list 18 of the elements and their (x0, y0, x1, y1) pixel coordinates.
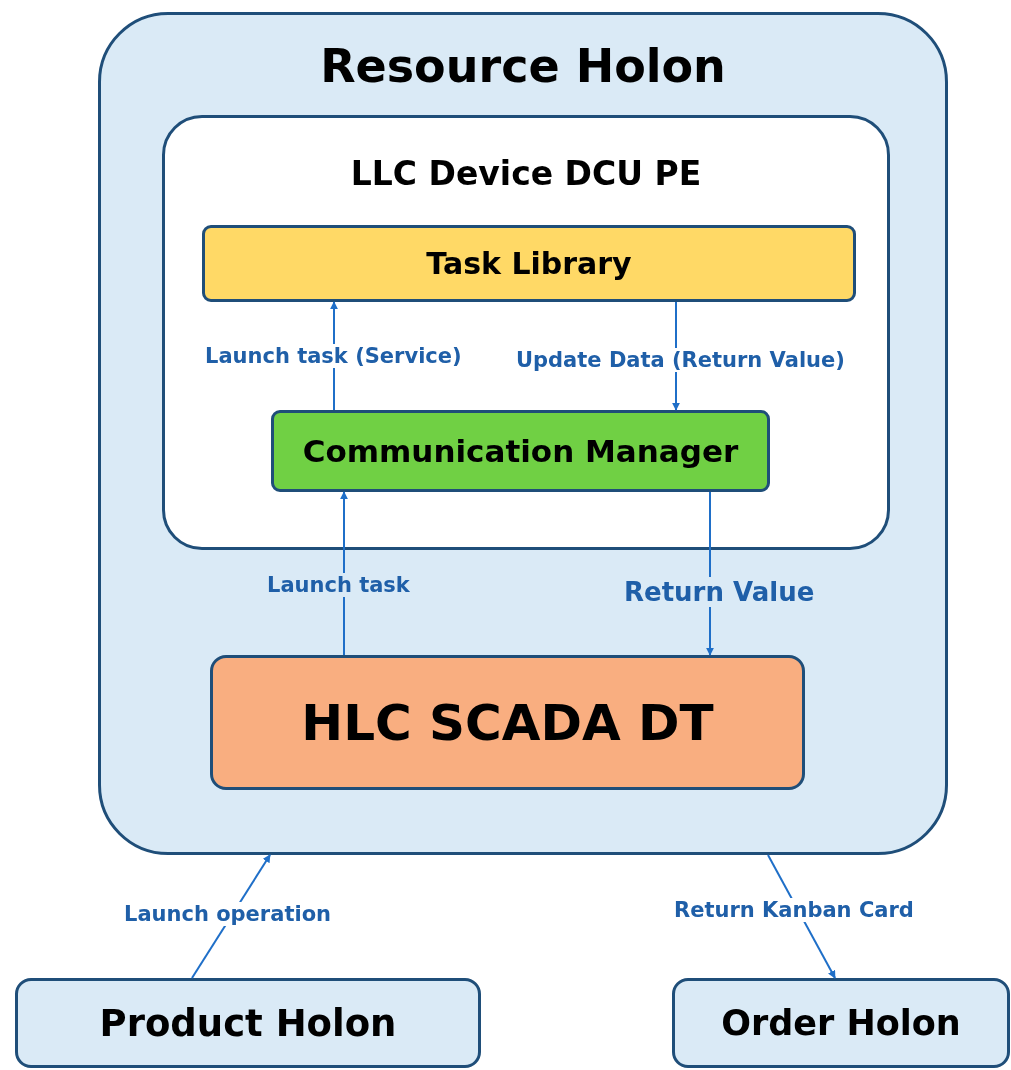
container-box (162, 115, 890, 550)
box-title: Product Holon (99, 1001, 397, 1045)
box-title: Task Library (426, 246, 632, 281)
process-box (210, 655, 805, 790)
box-title: HLC SCADA DT (301, 693, 714, 752)
box-title: LLC Device DCU PE (349, 154, 703, 193)
process-box (672, 978, 1010, 1068)
edge-label: Update Data (Return Value) (514, 348, 847, 372)
process-box (15, 978, 481, 1068)
box-title: Communication Manager (302, 433, 739, 469)
edge-label: Launch operation (122, 902, 333, 926)
edge-label: Launch task (265, 573, 412, 597)
process-box (202, 225, 856, 302)
container-box (98, 12, 948, 855)
process-box (271, 410, 770, 492)
edge-label: Return Kanban Card (672, 898, 916, 922)
box-title: Order Holon (721, 1003, 961, 1043)
box-title: Resource Holon (319, 39, 727, 93)
